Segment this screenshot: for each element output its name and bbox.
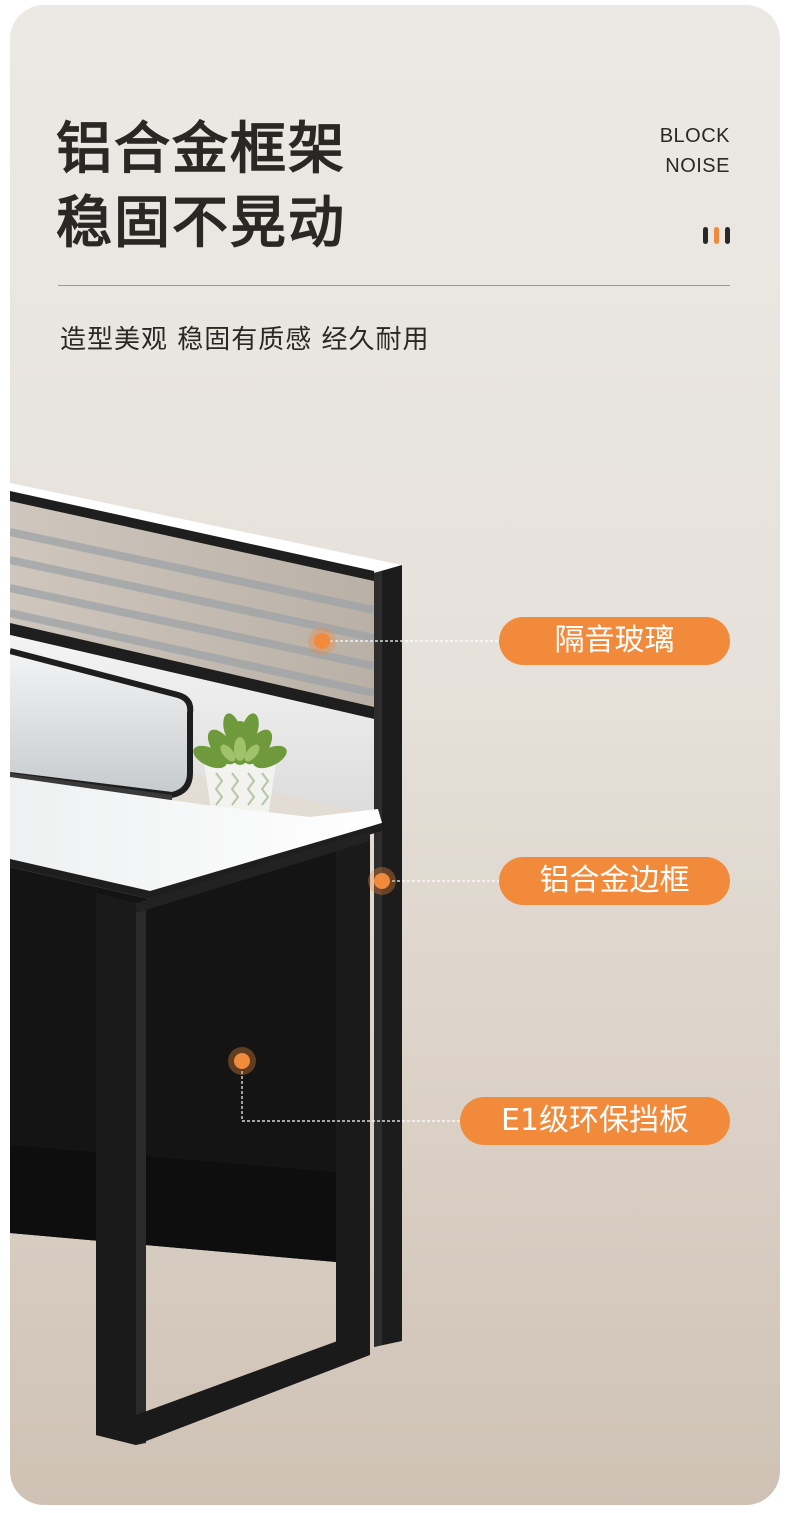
page-title: 铝合金框架 稳固不晃动 xyxy=(56,113,346,261)
callout-e1-board: E1级环保挡板 xyxy=(460,1097,730,1145)
decorative-bars-icon xyxy=(703,227,730,244)
callout-connectors xyxy=(241,640,500,1122)
header-divider xyxy=(58,285,730,286)
callout-dot-glass xyxy=(308,627,336,655)
callout-soundproof-glass: 隔音玻璃 xyxy=(499,617,730,665)
product-feature-card: 铝合金框架 稳固不晃动 BLOCK NOISE 造型美观 稳固有质感 经久耐用 xyxy=(10,5,780,1505)
english-tagline: BLOCK NOISE xyxy=(660,121,730,181)
callout-dot-board xyxy=(228,1047,256,1075)
english-line-1: BLOCK xyxy=(659,125,730,147)
feature-subtitle: 造型美观 稳固有质感 经久耐用 xyxy=(60,325,430,355)
callout-aluminum-frame: 铝合金边框 xyxy=(499,857,730,905)
english-line-2: NOISE xyxy=(665,155,730,177)
title-line-1: 铝合金框架 xyxy=(56,117,346,182)
desk-illustration xyxy=(10,483,500,1445)
desk-legs xyxy=(96,831,370,1445)
desktop-surface xyxy=(10,777,382,899)
title-line-2: 稳固不晃动 xyxy=(56,191,346,256)
callout-dot-frame xyxy=(368,867,396,895)
